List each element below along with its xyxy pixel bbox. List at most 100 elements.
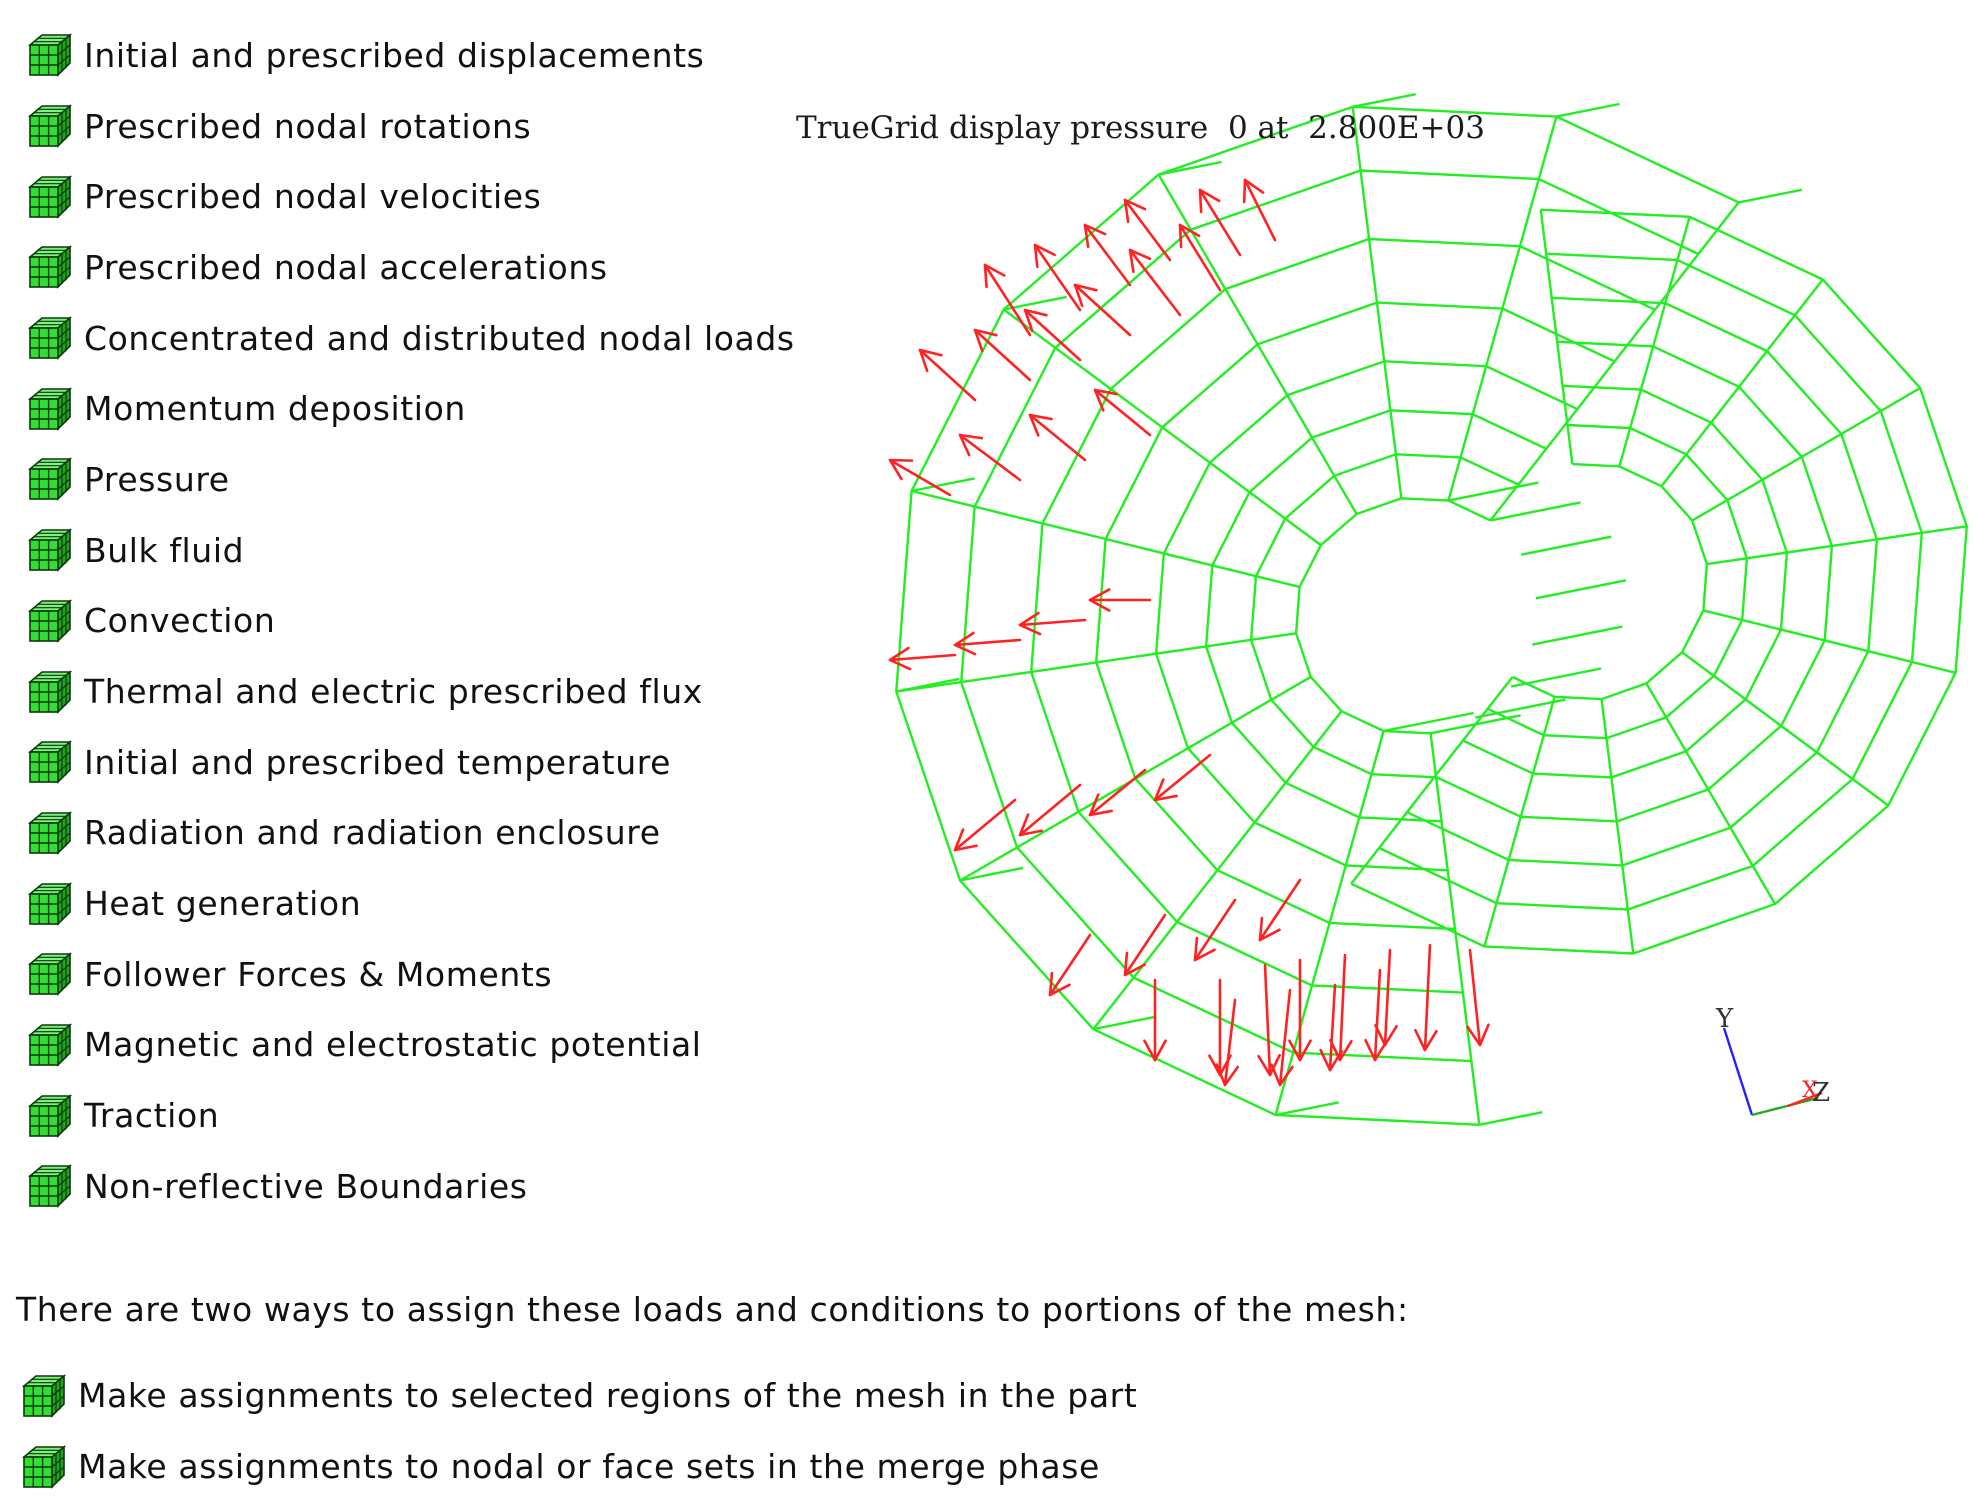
list-item-label: Prescribed nodal velocities [84, 177, 542, 217]
mesh-hole-line [1520, 535, 1612, 556]
mesh-ring [959, 169, 1699, 1063]
pressure-arrow [1466, 948, 1490, 1047]
intro-text: There are two ways to assign these loads… [16, 1290, 1409, 1329]
load-type-item: Initial and prescribed displacements [28, 20, 795, 91]
load-type-item: Non-reflective Boundaries [28, 1151, 795, 1222]
pressure-arrow [1018, 783, 1082, 837]
mesh-spoke [1092, 710, 1343, 1030]
green-cube-icon [28, 316, 72, 360]
list-item-label: Prescribed nodal accelerations [84, 247, 608, 287]
mesh-back-spoke [1483, 696, 1556, 947]
mesh-spoke [1157, 173, 1358, 515]
list-item-label: Thermal and electric prescribed flux [84, 672, 703, 712]
list-item-label: Convection [84, 601, 276, 641]
mesh-spoke [1351, 106, 1403, 499]
pressure-arrow [1048, 933, 1092, 997]
mesh-back-ring [1406, 296, 1879, 867]
green-cube-icon [22, 1445, 66, 1489]
axis-x-label: X [1802, 1078, 1818, 1103]
mesh-hole-line [1490, 501, 1581, 522]
load-type-item: Traction [28, 1080, 795, 1151]
list-item-label: Initial and prescribed temperature [84, 742, 672, 782]
green-cube-icon [28, 33, 72, 77]
load-type-item: Initial and prescribed temperature [28, 727, 795, 798]
pressure-arrow [1208, 978, 1232, 1077]
mesh-ring [1029, 237, 1656, 994]
mesh-ring [1094, 301, 1616, 931]
pressure-arrow [1088, 588, 1152, 612]
load-type-item: Momentum deposition [28, 373, 795, 444]
pressure-arrow [888, 646, 957, 671]
mesh-spoke [1429, 733, 1481, 1125]
green-cube-icon [28, 1023, 72, 1067]
green-cube-icon [28, 740, 72, 784]
pressure-arrow [958, 433, 1022, 482]
list-item-label: Concentrated and distributed nodal loads [84, 318, 795, 358]
pressure-arrow [1329, 953, 1353, 1062]
pressure-arrow [1018, 611, 1087, 636]
load-type-item: Pressure [28, 444, 795, 515]
pressure-arrow [1123, 913, 1167, 977]
mesh-axial-line [1352, 93, 1416, 108]
pressure-arrow [1143, 978, 1167, 1062]
list-item-label: Non-reflective Boundaries [84, 1166, 528, 1206]
mesh-hole-line [1510, 667, 1602, 688]
mesh-back-spoke [1660, 278, 1824, 487]
mesh-spoke [911, 489, 1300, 589]
pressure-arrow [1414, 943, 1438, 1052]
pressure-arrow [1374, 948, 1398, 1047]
load-type-item: Heat generation [28, 868, 795, 939]
mesh-hole-line [1448, 481, 1539, 502]
mesh-axial-line [1093, 1015, 1157, 1031]
assignment-method-item: Make assignments to selected regions of … [22, 1360, 1137, 1431]
list-item-label: Make assignments to selected regions of … [78, 1376, 1138, 1415]
mesh-axial-line [1275, 1101, 1339, 1117]
load-type-item: Thermal and electric prescribed flux [28, 656, 795, 727]
mesh-hole-line [1430, 714, 1521, 735]
pressure-arrow [1258, 878, 1302, 942]
green-cube-icon [28, 387, 72, 431]
list-item-label: Pressure [84, 459, 230, 499]
mesh-wireframe [895, 93, 1969, 1126]
green-cube-icon [28, 245, 72, 289]
pressure-arrow [1033, 243, 1082, 312]
pressure-arrow [1178, 223, 1222, 292]
load-type-item: Convection [28, 586, 795, 657]
list-item-label: Prescribed nodal rotations [84, 106, 532, 146]
green-cube-icon [28, 670, 72, 714]
pressure-arrow [1153, 753, 1212, 802]
green-cube-icon [28, 175, 72, 219]
mesh-back-spoke [1645, 682, 1777, 905]
mesh-back-ring [1511, 462, 1709, 701]
load-type-item: Follower Forces & Moments [28, 939, 795, 1010]
list-item-label: Initial and prescribed displacements [84, 35, 705, 75]
pressure-arrow [1242, 178, 1277, 242]
green-cube-icon [28, 882, 72, 926]
pressure-arrow [1073, 283, 1132, 337]
pressure-arrow [1083, 223, 1132, 287]
mesh-axial-line [896, 677, 960, 693]
green-cube-icon [28, 1164, 72, 1208]
pressure-arrows [888, 178, 1490, 1087]
pressure-arrow [1215, 998, 1240, 1087]
list-item-label: Heat generation [84, 884, 362, 924]
mesh-ring [1204, 409, 1547, 823]
axis-y-line [1722, 1027, 1754, 1116]
pressure-arrow [983, 263, 1032, 337]
list-item-label: Magnetic and electrostatic potential [84, 1025, 702, 1065]
pressure-arrow [1088, 768, 1147, 817]
mesh-spoke [959, 675, 1312, 882]
green-cube-icon [28, 104, 72, 148]
pressure-arrow [953, 798, 1017, 852]
mesh-axial-line [959, 866, 1024, 882]
mesh-back-spoke [1600, 698, 1635, 954]
mesh-axial-line [1479, 1111, 1543, 1126]
mesh-ring [1294, 497, 1492, 735]
assignment-method-item: Make assignments to nodal or face sets i… [22, 1431, 1137, 1502]
pressure-arrow [888, 458, 952, 497]
mesh-back-spoke [1691, 387, 1921, 522]
mesh-axial-line [1158, 160, 1222, 176]
pressure-arrow [918, 348, 977, 402]
green-cube-icon [28, 528, 72, 572]
pressure-arrow [1364, 968, 1388, 1062]
